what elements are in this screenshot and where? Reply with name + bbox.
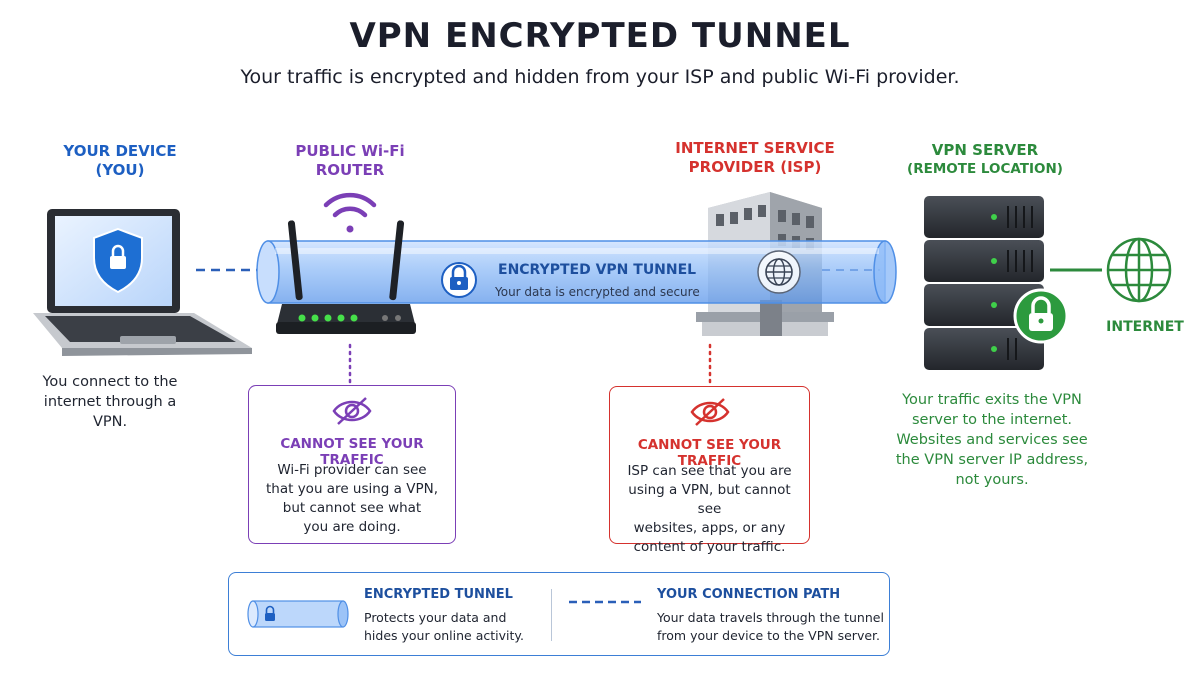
eye-slash-icon — [689, 398, 730, 426]
page-subtitle: Your traffic is encrypted and hidden fro… — [240, 66, 960, 88]
laptop-icon — [33, 209, 252, 356]
lock-icon — [441, 262, 477, 298]
wifi-icon — [323, 192, 377, 233]
isp-callout-title: CANNOT SEE YOUR TRAFFIC — [637, 437, 782, 469]
legend-tunnel-title: ENCRYPTED TUNNEL — [364, 587, 513, 602]
legend-divider — [551, 589, 552, 641]
device-description: You connect to the internet through a VP… — [42, 374, 178, 430]
tunnel-label: ENCRYPTED VPN TUNNEL — [498, 262, 697, 278]
legend-tunnel-icon — [247, 600, 349, 628]
globe-icon — [757, 250, 801, 294]
isp-callout-body: ISP can see that you are using a VPN, bu… — [627, 463, 792, 555]
legend-tunnel-body: Protects your data and hides your online… — [364, 610, 524, 643]
server-icon — [924, 196, 1044, 370]
globe-icon — [1106, 237, 1172, 303]
legend-path-icon — [569, 600, 641, 604]
device-label: YOUR DEVICE(YOU) — [63, 142, 177, 179]
isp-callout-box: CANNOT SEE YOUR TRAFFIC ISP can see that… — [609, 386, 810, 555]
router-callout-body: Wi-Fi provider can see that you are usin… — [265, 462, 438, 535]
page-title: VPN ENCRYPTED TUNNEL — [349, 16, 851, 56]
legend-path-body: Your data travels through the tunnel fro… — [657, 610, 884, 643]
vpn-server-description: Your traffic exits the VPN server to the… — [895, 392, 1089, 488]
legend-box: ENCRYPTED TUNNEL Protects your data and … — [228, 572, 890, 656]
tunnel-sublabel: Your data is encrypted and secure — [495, 285, 700, 299]
router-callout-box: CANNOT SEE YOUR TRAFFIC Wi-Fi provider c… — [248, 385, 456, 544]
legend-path-title: YOUR CONNECTION PATH — [657, 587, 841, 602]
lock-icon — [1013, 288, 1069, 344]
shield-lock-icon — [93, 227, 143, 294]
router-callout-title: CANNOT SEE YOUR TRAFFIC — [280, 436, 424, 468]
eye-slash-icon — [332, 397, 372, 425]
vpn-server-label: VPN SERVER(REMOTE LOCATION) — [907, 141, 1063, 177]
router-icon — [276, 220, 416, 334]
internet-label: INTERNET — [1106, 319, 1184, 335]
lock-icon — [265, 605, 275, 621]
